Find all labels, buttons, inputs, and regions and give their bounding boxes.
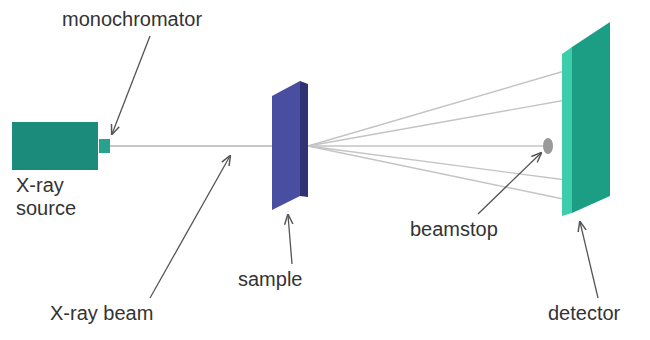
ray [308, 146, 566, 180]
sample-side [300, 81, 308, 197]
part-label: sample [238, 268, 302, 291]
xray-source-box [12, 122, 98, 170]
ray [308, 100, 566, 146]
scattered-rays [308, 70, 568, 200]
ray [308, 145, 543, 146]
part-label: X-ray source [16, 174, 88, 220]
leader-arrow [478, 153, 541, 214]
part-label: X-ray beam [50, 302, 153, 325]
ray [308, 146, 568, 200]
detector-side [562, 47, 572, 216]
monochromator-block [99, 139, 110, 153]
leader-arrow [150, 156, 230, 298]
leader-arrow [580, 222, 598, 298]
part-label: monochromator [62, 8, 202, 31]
sample-slab [272, 81, 300, 210]
part-label: detector [548, 302, 620, 325]
part-label: beamstop [410, 218, 498, 241]
ray [308, 70, 568, 146]
leader-arrow [288, 215, 292, 264]
leader-arrow [112, 36, 150, 134]
detector-panel [572, 22, 610, 213]
beamstop-disc [543, 138, 553, 154]
